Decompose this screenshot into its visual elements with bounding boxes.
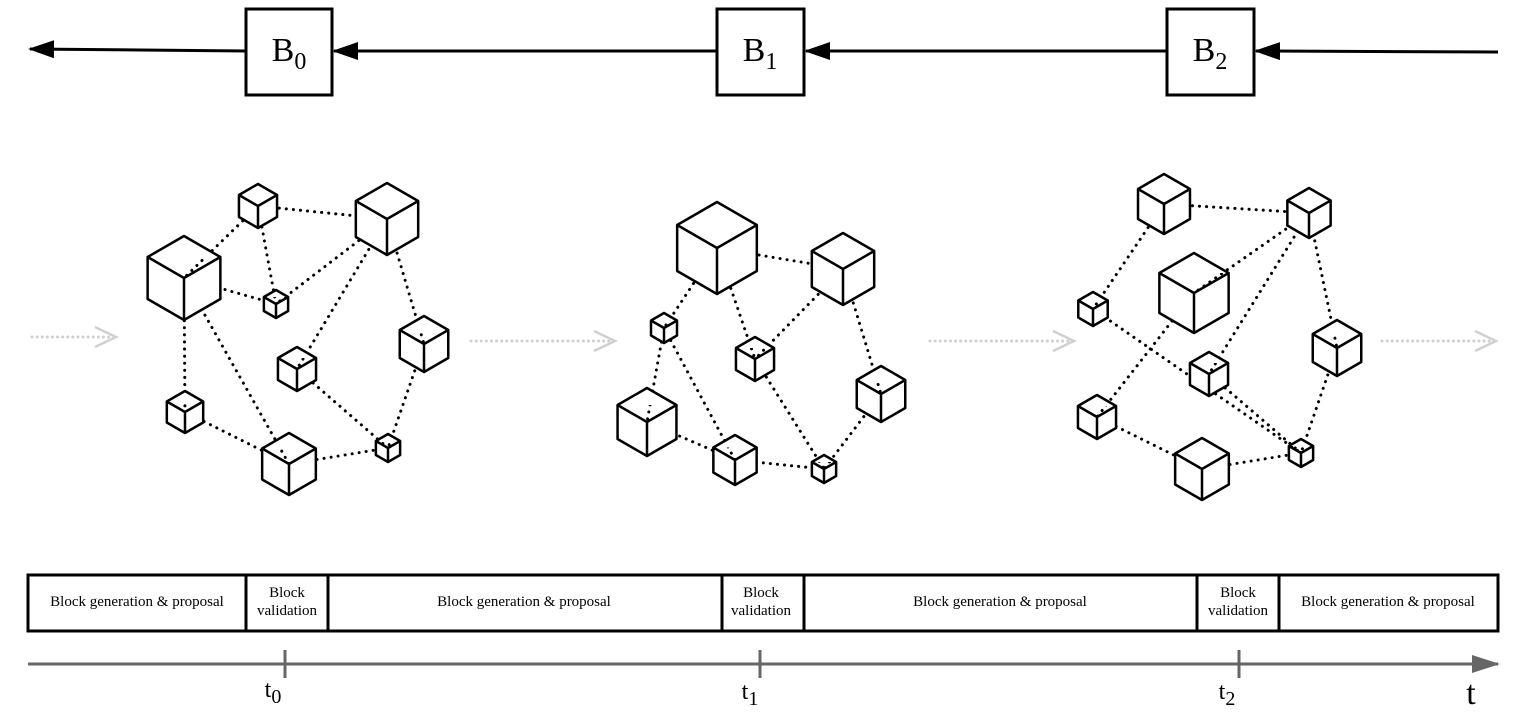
blockchain-chain: B0 B1 B2 xyxy=(28,7,1499,97)
peer-network-1 xyxy=(616,200,907,487)
block-b1: B1 xyxy=(715,7,806,97)
peer-node-cube-icon xyxy=(165,389,205,435)
peer-networks xyxy=(146,172,1363,502)
peer-node-cube-icon xyxy=(1188,350,1230,398)
block-b1-label: B1 xyxy=(743,32,778,75)
time-label-1: t1 xyxy=(742,679,759,710)
peer-link xyxy=(183,410,291,466)
block-b2-label: B2 xyxy=(1193,32,1228,75)
peer-node-cube-icon xyxy=(1158,251,1230,335)
peer-node-cube-icon xyxy=(1077,290,1109,328)
peer-node-cube-icon xyxy=(354,181,420,257)
peer-link xyxy=(753,357,826,471)
peer-node-cube-icon xyxy=(649,311,679,345)
peer-node-cube-icon xyxy=(398,314,450,374)
peer-node-cube-icon xyxy=(374,432,402,464)
peer-node-cube-icon xyxy=(810,453,838,485)
time-axis-label: t xyxy=(1466,675,1476,712)
peer-node-cube-icon xyxy=(237,182,279,230)
phase-generation-2: Block generation & proposal xyxy=(913,594,1087,610)
time-axis: t0 t1 t2 t xyxy=(28,650,1500,712)
flow-arrow-0 xyxy=(30,325,119,349)
peer-node-cube-icon xyxy=(616,386,678,458)
peer-node-cube-icon xyxy=(1076,393,1118,441)
peer-node-cube-icon xyxy=(1286,186,1332,240)
peer-node-cube-icon xyxy=(1287,437,1315,469)
peer-node-cube-icon xyxy=(734,335,776,383)
peer-node-cube-icon xyxy=(1311,318,1363,378)
block-b0-label: B0 xyxy=(272,32,307,75)
block-b0: B0 xyxy=(244,7,334,97)
peer-node-cube-icon xyxy=(712,433,758,487)
flow-arrow-1 xyxy=(469,329,618,353)
peer-link xyxy=(1162,202,1311,215)
chain-link-b0-tail xyxy=(28,40,247,59)
time-label-0: t0 xyxy=(265,677,282,708)
peer-network-2 xyxy=(1076,172,1363,502)
peer-link xyxy=(1095,291,1196,419)
peer-node-cube-icon xyxy=(146,234,222,322)
flow-arrow-3 xyxy=(1380,329,1499,353)
peer-link xyxy=(1200,451,1303,471)
block-b2: B2 xyxy=(1165,7,1256,97)
peer-link xyxy=(1299,346,1339,455)
peer-network-0 xyxy=(146,181,450,497)
phase-generation-3: Block generation & proposal xyxy=(1301,594,1475,610)
peer-link xyxy=(287,446,390,466)
peer-link xyxy=(1192,211,1311,295)
peer-link xyxy=(645,326,666,424)
time-label-2: t2 xyxy=(1219,679,1236,710)
peer-link xyxy=(182,276,278,306)
chain-link-head-b2 xyxy=(1254,42,1499,61)
flow-arrow-2 xyxy=(928,329,1077,353)
peer-node-cube-icon xyxy=(1136,172,1192,236)
peer-link xyxy=(274,217,389,306)
peer-node-cube-icon xyxy=(1173,436,1231,502)
peer-link xyxy=(256,204,278,306)
peer-node-cube-icon xyxy=(675,200,759,296)
peer-node-cube-icon xyxy=(260,431,318,497)
peer-link xyxy=(182,204,260,280)
phase-generation-0: Block generation & proposal xyxy=(50,594,224,610)
peer-node-cube-icon xyxy=(276,345,318,393)
peer-node-cube-icon xyxy=(855,364,907,424)
peer-link xyxy=(386,342,426,450)
peer-node-cube-icon xyxy=(810,231,876,307)
peer-node-cube-icon xyxy=(262,288,290,320)
phase-generation-1: Block generation & proposal xyxy=(437,594,611,610)
flow-arrows xyxy=(30,325,1499,353)
peer-network-2-links xyxy=(1091,202,1339,471)
